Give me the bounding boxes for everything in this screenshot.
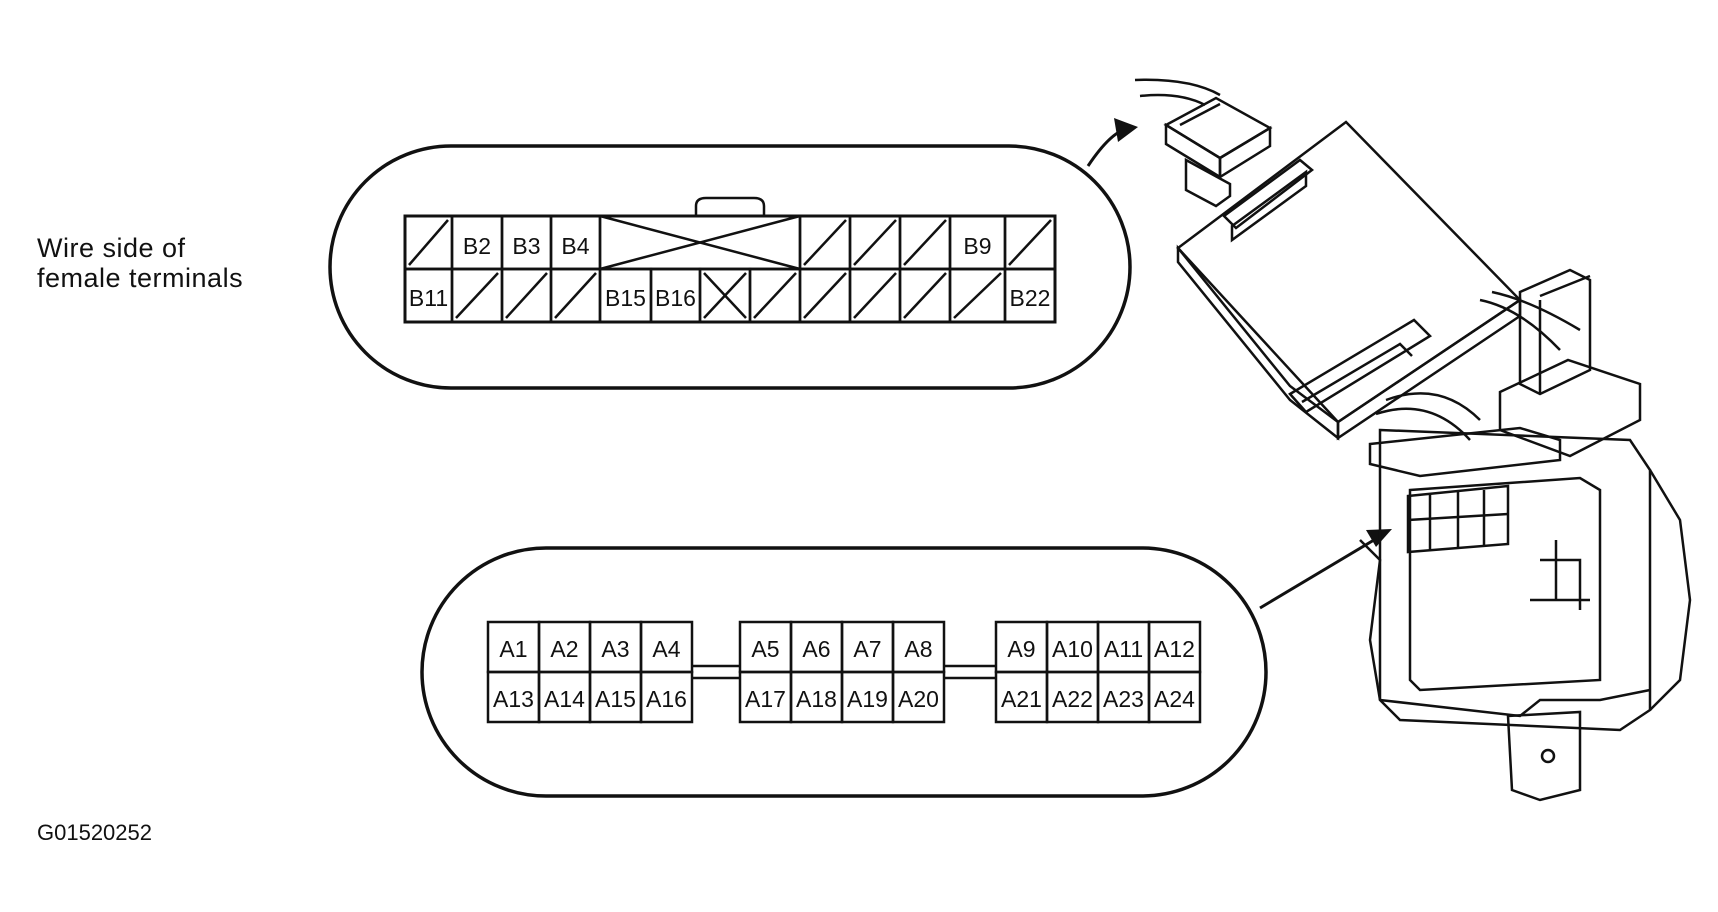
blank-slash [505,272,548,319]
terminal-label: A19 [847,686,888,712]
terminal-label: A10 [1052,636,1093,662]
blank-slash [953,272,1002,319]
terminal-label: A20 [898,686,939,712]
terminal-label: A14 [544,686,585,712]
terminal-label: A23 [1103,686,1144,712]
terminal-cell [1147,670,1202,724]
terminal-label: B15 [605,285,646,311]
harness-wire [1139,93,1206,107]
relay-box [1359,268,1692,802]
terminal-label: B16 [655,285,696,311]
blank-slash [408,219,449,266]
blank-slash [853,219,897,266]
connector-b-outline [328,144,1132,390]
harness-wire [1134,78,1221,97]
terminal-label: B9 [963,233,991,259]
blank-cross [599,214,801,271]
terminal-label: A4 [652,636,680,662]
terminal-label: A18 [796,686,837,712]
terminal-label: B2 [463,233,491,259]
control-unit-illustration [1134,78,1692,802]
blank-slash [803,272,847,319]
terminal-label: B22 [1010,285,1051,311]
terminal-label: A7 [853,636,881,662]
terminal-label: A12 [1154,636,1195,662]
connector-b-locking-tab [694,196,766,216]
terminal-cell [639,670,694,724]
arrow-to-socket-a [1259,532,1385,610]
blank-slash [455,272,499,319]
terminal-cell [1003,267,1057,324]
blank-slash [554,272,597,319]
figure-id: G01520252 [37,820,152,845]
terminal-label: A17 [745,686,786,712]
terminal-label: A3 [601,636,629,662]
terminal-label: B4 [561,233,589,259]
arrowhead-b [1114,118,1138,142]
terminal-label: A1 [499,636,527,662]
connector-a-outline [420,546,1268,798]
blank-slash [903,272,947,319]
plug-b-body [1163,96,1273,208]
terminal-label: A2 [550,636,578,662]
terminal-label: A24 [1154,686,1195,712]
blank-cross [703,272,747,319]
terminal-label: A21 [1001,686,1042,712]
terminal-label: B3 [512,233,540,259]
terminal-label: A22 [1052,686,1093,712]
blank-slash [753,272,797,319]
terminal-label: A11 [1104,636,1143,662]
terminal-label: A5 [751,636,779,662]
terminal-cell [891,670,946,724]
terminal-label: A13 [493,686,534,712]
unit-cover [1176,120,1522,441]
terminal-label: B11 [409,285,448,311]
terminal-label: A16 [646,686,687,712]
terminal-label: A9 [1007,636,1035,662]
blank-slash [903,219,947,266]
terminal-label: A8 [904,636,932,662]
caption-line-2: female terminals [37,263,244,293]
caption-line-1: Wire side of [37,233,186,263]
blank-slash [803,219,847,266]
terminal-label: A15 [595,686,636,712]
blank-slash [1008,219,1052,266]
terminal-label: A6 [802,636,830,662]
blank-slash [853,272,897,319]
